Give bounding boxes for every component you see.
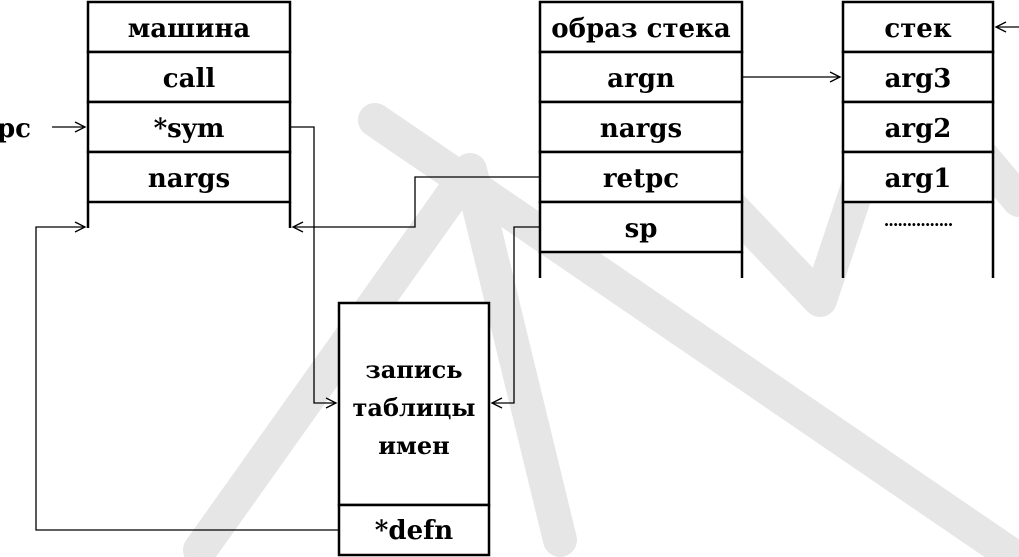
stack-arg3-cell [841, 50, 995, 104]
machine-nargs-label: nargs [148, 164, 230, 194]
stack-image-header-label: образ стека [551, 14, 731, 44]
stack-ellipsis: ··············· [884, 215, 953, 234]
stack-arg2-label: arg2 [885, 114, 952, 144]
symtab-defn-label: *defn [375, 516, 454, 546]
pc-arrowhead [74, 121, 87, 133]
machine-sym-label: *sym [154, 114, 225, 144]
machine-header-label: машина [128, 14, 251, 44]
argn-to-stack-arrow [742, 71, 842, 83]
stack-arg3-label: arg3 [885, 64, 952, 94]
stack-image-nargs-cell [538, 100, 744, 154]
symtab-line-3: имен [378, 431, 449, 460]
stack-image-sp-label: sp [625, 214, 658, 244]
pc-pointer: pc [0, 114, 87, 144]
stack-arg1-cell [841, 150, 995, 204]
stack-image-header-cell [538, 0, 744, 54]
machine-call-label: call [163, 64, 216, 94]
symtab-entry-body [337, 301, 491, 507]
sym-to-symtab-arrow [290, 126, 338, 409]
machine-nargs-cell [86, 150, 292, 204]
stack-arg1-label: arg1 [885, 164, 952, 194]
stack-block: стек arg3 arg2 arg1 ··············· [841, 0, 1019, 278]
stack-image-retpc-label: retpc [603, 164, 679, 194]
machine-call-cell [86, 50, 292, 104]
machine-header-cell [86, 0, 292, 54]
retpc-to-machine-arrow [291, 176, 540, 233]
symtab-entry-block: запись таблицы имен *defn [337, 301, 491, 557]
stack-arg2-cell [841, 100, 995, 154]
stack-image-argn-cell [538, 50, 744, 104]
symtab-line-1: запись [365, 355, 462, 384]
defn-to-machine-arrow [35, 221, 339, 531]
pc-label: pc [0, 114, 31, 144]
stack-header-label: стек [884, 14, 951, 44]
stack-image-retpc-cell [538, 150, 744, 204]
machine-sym-cell [86, 100, 292, 154]
stack-image-argn-label: argn [607, 64, 675, 94]
stack-image-block: образ стека argn nargs retpc sp [538, 0, 744, 278]
symtab-line-2: таблицы [353, 393, 476, 422]
machine-block: машина call *sym nargs [86, 0, 292, 228]
sp-to-symtab-arrow [490, 226, 540, 409]
stack-image-nargs-label: nargs [600, 114, 682, 144]
stack-top-arrowhead [994, 21, 1007, 33]
